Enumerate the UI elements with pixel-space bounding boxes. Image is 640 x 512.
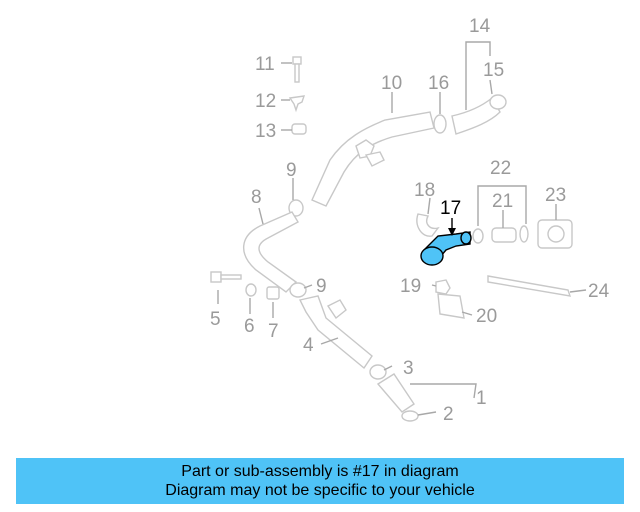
part-6-washer[interactable]	[245, 283, 257, 297]
parts-diagram: 1 2 3 4 5 6 7 8 9 9 10 11 12 13 14 15 16…	[210, 16, 610, 425]
callout-19: 19	[400, 276, 421, 297]
part-18-bracket[interactable]	[416, 213, 440, 237]
part-1-hose[interactable]	[376, 373, 415, 413]
callout-1: 1	[476, 388, 487, 409]
callout-23: 23	[545, 185, 566, 206]
callout-20: 20	[476, 306, 497, 327]
part-2-clamp[interactable]	[401, 410, 419, 422]
part-24-rod[interactable]	[487, 275, 572, 297]
callout-18: 18	[414, 180, 435, 201]
part-22-clamp-left[interactable]	[472, 228, 484, 244]
callout-7: 7	[268, 321, 279, 342]
part-11-bolt[interactable]	[292, 56, 302, 83]
callout-4: 4	[303, 335, 314, 356]
part-23-thermostat[interactable]	[537, 219, 573, 249]
part-17-hose-highlighted[interactable]	[420, 231, 472, 266]
callout-5: 5	[210, 309, 221, 330]
callout-9-upper: 9	[286, 160, 297, 181]
callout-17: 17	[440, 198, 461, 219]
callout-21: 21	[492, 191, 513, 212]
callout-10: 10	[381, 73, 402, 94]
banner-line-1: Part or sub-assembly is #17 in diagram	[181, 463, 459, 480]
part-7-bushing[interactable]	[266, 286, 280, 300]
part-9-clamp-lower[interactable]	[289, 282, 307, 298]
callout-22: 22	[490, 158, 511, 179]
callout-13: 13	[255, 121, 276, 142]
part-21-pipe[interactable]	[491, 227, 517, 243]
callout-14: 14	[469, 16, 491, 37]
callout-9-lower: 9	[316, 276, 327, 297]
part-14-hose[interactable]	[451, 96, 501, 135]
part-12-clip[interactable]	[288, 95, 306, 113]
callout-12: 12	[255, 91, 276, 112]
callout-2: 2	[443, 404, 454, 425]
callout-3: 3	[403, 358, 414, 379]
part-15-o-ring[interactable]	[489, 94, 507, 110]
callout-8: 8	[251, 187, 262, 208]
callout-6: 6	[244, 316, 255, 337]
leader-lines	[217, 41, 587, 416]
part-4-pipe[interactable]	[298, 295, 373, 370]
part-19-bracket[interactable]	[435, 279, 451, 295]
callout-11: 11	[255, 54, 275, 75]
part-16-clamp[interactable]	[433, 114, 447, 134]
callout-15: 15	[483, 60, 504, 81]
info-banner: Part or sub-assembly is #17 in diagram D…	[16, 458, 624, 504]
part-13-grommet[interactable]	[291, 123, 307, 135]
part-22-clamp-right[interactable]	[519, 225, 529, 243]
part-20-bracket[interactable]	[437, 293, 465, 319]
part-5-bolt[interactable]	[210, 271, 242, 283]
part-10-upper-hose[interactable]	[311, 111, 435, 207]
callout-labels: 1 2 3 4 5 6 7 8 9 9 10 11 12 13 14 15 16…	[210, 16, 610, 425]
callout-24: 24	[588, 281, 610, 302]
banner-line-2: Diagram may not be specific to your vehi…	[165, 482, 475, 499]
part-8-curved-hose[interactable]	[242, 211, 299, 293]
callout-16: 16	[428, 73, 449, 94]
part-3-clamp[interactable]	[369, 364, 387, 380]
